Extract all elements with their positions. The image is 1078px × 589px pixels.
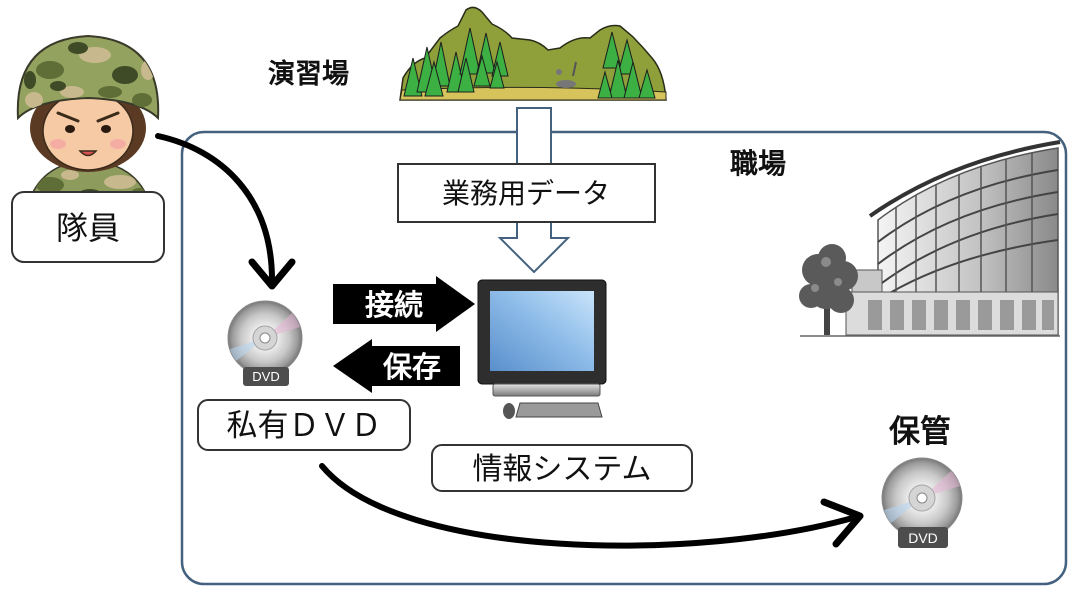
monitor-screen — [490, 291, 594, 371]
soldier-icon — [16, 34, 160, 206]
office-building-icon — [799, 140, 1061, 337]
keyboard — [515, 402, 603, 418]
left-cheek — [50, 139, 66, 149]
building-facade — [877, 147, 1059, 336]
private-dvd-disc-icon: DVD — [227, 300, 303, 386]
storage-arrow — [319, 463, 864, 549]
data-flow-arrow-shaft — [516, 107, 552, 166]
save-arrow-label: 保存 — [382, 350, 441, 384]
tree — [638, 68, 656, 99]
storage-dvd-disc-icon: DVD — [881, 457, 963, 548]
workplace-boundary — [180, 130, 1068, 586]
building-roof-edge — [868, 140, 1061, 218]
tree — [597, 70, 613, 99]
soldier-face — [42, 91, 134, 171]
building-mullions — [895, 153, 1033, 292]
monitor-base — [492, 383, 601, 397]
business-data-box — [397, 163, 656, 223]
save-arrow — [333, 339, 460, 393]
dvd-label-badge — [898, 527, 948, 548]
tree — [602, 31, 622, 69]
information-system-label-box — [431, 444, 693, 492]
data-flow-arrow-head — [497, 221, 571, 274]
training-ground-icon — [399, 6, 667, 101]
left-eye — [65, 125, 75, 133]
tree — [424, 60, 444, 97]
tree — [617, 38, 637, 75]
tree-cluster-left — [403, 27, 509, 97]
tree — [489, 60, 505, 89]
building-tree — [799, 244, 858, 335]
tree-cluster-right — [597, 31, 656, 99]
private-dvd-label: 私有ＤＶＤ — [227, 408, 382, 444]
private-dvd-disc-label: DVD — [252, 369, 279, 384]
personnel-label: 隊員 — [56, 209, 120, 247]
tree — [473, 54, 491, 87]
soldier-helmet — [16, 34, 160, 121]
training-figure — [556, 61, 577, 88]
private-dvd-label-box — [197, 399, 411, 451]
left-eyebrow — [56, 111, 80, 123]
tree — [623, 61, 643, 99]
tree — [403, 57, 423, 97]
carry-in-arrow — [155, 133, 296, 290]
information-system-label: 情報システム — [472, 452, 651, 487]
mouse — [503, 403, 515, 419]
business-data-label: 業務用データ — [442, 177, 610, 210]
connect-arrow-label: 接続 — [365, 288, 423, 322]
right-cheek — [110, 139, 126, 149]
tree — [608, 59, 628, 99]
tree — [457, 57, 475, 93]
dvd-label-badge — [243, 367, 289, 386]
right-eyebrow — [96, 111, 120, 123]
connect-arrow — [333, 276, 475, 332]
computer-icon — [477, 279, 607, 419]
storage-dvd-disc-label: DVD — [908, 530, 938, 546]
workplace-label: 職場 — [730, 147, 786, 180]
storage-label: 保管 — [889, 414, 951, 450]
training-ground-label: 演習場 — [268, 58, 349, 90]
right-eye — [101, 125, 111, 133]
helmet-camo — [24, 42, 155, 108]
personnel-label-box — [11, 191, 165, 263]
building-windows — [868, 300, 1054, 330]
soldier-mouth — [78, 150, 98, 157]
